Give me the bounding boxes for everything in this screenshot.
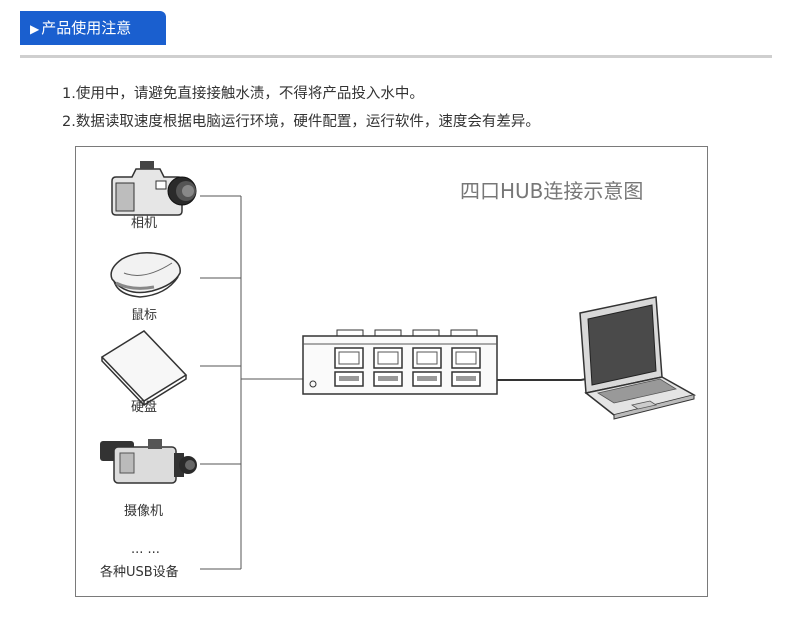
device-label-hard-drive: 硬盘: [131, 400, 158, 415]
camcorder-icon: [100, 439, 197, 484]
hub-to-laptop-cable: [496, 376, 597, 381]
diagram-graphics: [100, 161, 697, 570]
other-usb-devices-label: 各种USB设备: [100, 565, 179, 580]
hard-drive-icon: [100, 330, 188, 406]
section-tab: ▶产品使用注意: [20, 11, 166, 45]
diagram-title: 四口HUB连接示意图: [460, 179, 644, 203]
ellipsis-text: ... ...: [131, 542, 160, 557]
header-divider: [20, 55, 772, 58]
device-label-mouse: 鼠标: [131, 308, 158, 323]
usage-note-2: 2.数据读取速度根据电脑运行环境，硬件配置，运行软件，速度会有差异。: [62, 114, 540, 130]
mouse-icon: [110, 252, 181, 298]
camera-icon: [111, 161, 197, 216]
connector-lines: [200, 195, 303, 570]
usage-note-1: 1.使用中，请避免直接接触水渍，不得将产品投入水中。: [62, 86, 424, 102]
section-tab-label: 产品使用注意: [41, 19, 132, 37]
device-label-camcorder: 摄像机: [124, 504, 164, 519]
device-label-camera: 相机: [131, 216, 158, 231]
laptop-icon: [579, 296, 697, 420]
connection-diagram: 四口HUB连接示意图: [75, 146, 708, 597]
section-tab-title: ▶产品使用注意: [30, 18, 131, 39]
usb-hub-icon: [302, 329, 498, 395]
play-arrow-icon: ▶: [30, 22, 40, 36]
